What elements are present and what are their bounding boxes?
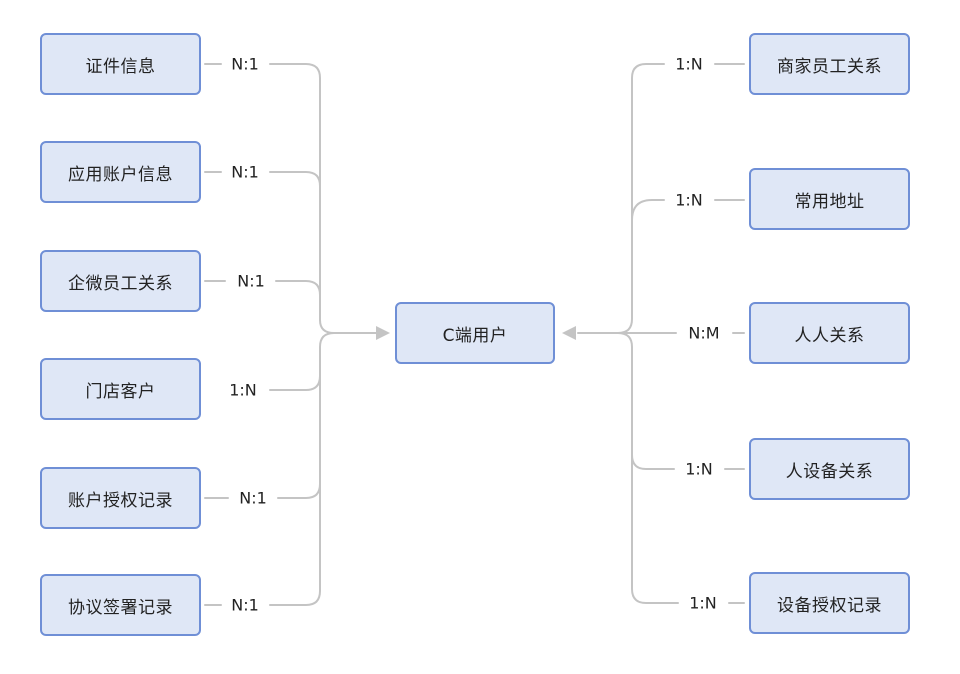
entity-node-right-3: 人人关系 — [749, 302, 910, 364]
cardinality-label-right-2: 1:N — [672, 190, 706, 210]
connector-left-4 — [269, 332, 335, 391]
entity-node-left-3: 企微员工关系 — [40, 250, 201, 312]
entity-node-right-1: 商家员工关系 — [749, 33, 910, 95]
entity-node-left-5: 账户授权记录 — [40, 467, 201, 529]
connector-right-5 — [631, 454, 745, 604]
connector-left-3 — [204, 280, 321, 296]
entity-node-left-4: 门店客户 — [40, 358, 201, 420]
connector-left-2 — [204, 171, 321, 321]
entity-node-right-4: 人设备关系 — [749, 438, 910, 500]
cardinality-label-left-5: N:1 — [236, 488, 270, 508]
cardinality-label-right-3: N:M — [685, 323, 723, 343]
cardinality-label-left-1: N:1 — [228, 54, 262, 74]
entity-node-left-1: 证件信息 — [40, 33, 201, 95]
connector-right-2 — [631, 199, 745, 221]
cardinality-label-left-4: 1:N — [226, 380, 260, 400]
connector-left-6 — [204, 483, 321, 606]
cardinality-label-left-2: N:1 — [228, 162, 262, 182]
entity-node-left-6: 协议签署记录 — [40, 574, 201, 636]
connector-left-1 — [204, 63, 383, 334]
cardinality-label-left-6: N:1 — [228, 595, 262, 615]
entity-node-right-5: 设备授权记录 — [749, 572, 910, 634]
cardinality-label-right-5: 1:N — [686, 593, 720, 613]
center-entity-node: C端用户 — [395, 302, 555, 364]
connector-right-1 — [577, 63, 745, 334]
cardinality-label-right-4: 1:N — [682, 459, 716, 479]
entity-node-left-2: 应用账户信息 — [40, 141, 201, 203]
connector-right-4 — [617, 332, 745, 470]
cardinality-label-right-1: 1:N — [672, 54, 706, 74]
entity-node-right-2: 常用地址 — [749, 168, 910, 230]
cardinality-label-left-3: N:1 — [234, 271, 268, 291]
connector-left-5 — [204, 375, 321, 499]
arrowhead-left — [376, 326, 390, 340]
arrowhead-right — [562, 326, 576, 340]
